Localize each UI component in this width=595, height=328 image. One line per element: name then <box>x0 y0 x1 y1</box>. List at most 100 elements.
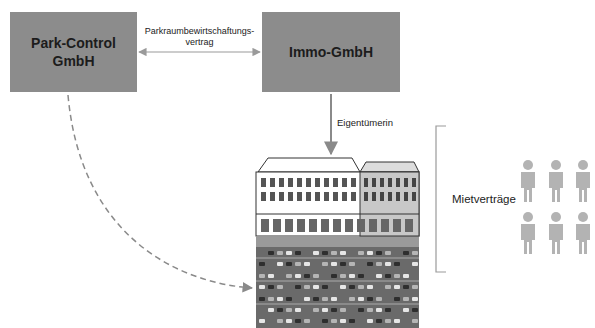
car <box>268 285 274 289</box>
company-name: Park-Control GmbH <box>18 34 129 70</box>
car <box>295 262 301 266</box>
car <box>349 319 355 323</box>
person-body <box>521 224 535 254</box>
car <box>259 285 265 289</box>
person-head <box>578 212 588 222</box>
car <box>376 274 382 278</box>
car <box>349 285 355 289</box>
car <box>412 262 418 266</box>
building-window <box>380 178 384 187</box>
car <box>340 285 346 289</box>
building-window <box>393 219 401 232</box>
car <box>331 274 337 278</box>
car <box>331 251 337 255</box>
person-figure <box>521 160 535 202</box>
car <box>394 319 400 323</box>
building-window <box>306 178 311 187</box>
car <box>322 297 328 301</box>
parking-ground <box>256 237 419 328</box>
building-window <box>345 219 353 232</box>
person-body <box>549 224 563 254</box>
car <box>313 285 319 289</box>
car <box>295 319 301 323</box>
building-window <box>333 192 338 201</box>
person-head <box>523 212 533 222</box>
car <box>385 262 391 266</box>
car <box>259 262 265 266</box>
building-window <box>372 192 376 201</box>
building-window <box>388 178 392 187</box>
car <box>331 262 337 266</box>
car <box>304 274 310 278</box>
building-window <box>357 219 365 232</box>
building-window <box>315 192 320 201</box>
building-window <box>396 192 400 201</box>
car <box>286 251 292 255</box>
car <box>358 285 364 289</box>
car <box>403 308 409 312</box>
person-figure <box>576 160 590 202</box>
parking-lot-illustration <box>256 237 419 328</box>
building-window <box>261 219 269 232</box>
car <box>367 285 373 289</box>
building-window <box>412 192 416 201</box>
building-window <box>351 192 356 201</box>
car <box>412 285 418 289</box>
building-window <box>261 178 266 187</box>
building-window <box>412 178 416 187</box>
person-body <box>521 172 535 202</box>
car <box>385 285 391 289</box>
building-window <box>297 219 305 232</box>
car <box>358 297 364 301</box>
person-body <box>576 224 590 254</box>
car <box>322 319 328 323</box>
car <box>385 308 391 312</box>
person-figure <box>576 212 590 254</box>
car <box>367 251 373 255</box>
car <box>304 262 310 266</box>
building-window <box>342 192 347 201</box>
car <box>286 297 292 301</box>
car <box>268 251 274 255</box>
car <box>412 251 418 255</box>
building-window <box>324 192 329 201</box>
car <box>376 308 382 312</box>
building-window <box>288 192 293 201</box>
car <box>259 297 265 301</box>
building-window <box>297 178 302 187</box>
building-window <box>364 192 368 201</box>
car <box>412 319 418 323</box>
car <box>295 285 301 289</box>
building-window <box>364 178 368 187</box>
building-window <box>309 219 317 232</box>
building-window <box>297 192 302 201</box>
building-window <box>342 178 347 187</box>
car <box>340 308 346 312</box>
building-window <box>315 178 320 187</box>
car <box>286 262 292 266</box>
car <box>295 308 301 312</box>
company-box: Park-Control GmbH <box>10 12 137 92</box>
annotation-label: Eigentümerin <box>337 117 393 129</box>
person-head <box>578 160 588 170</box>
car <box>322 285 328 289</box>
company-box: Immo-GmbH <box>262 12 400 92</box>
car <box>304 285 310 289</box>
car <box>277 319 283 323</box>
person-figure <box>549 212 563 254</box>
building-window <box>324 178 329 187</box>
car <box>394 285 400 289</box>
person-figure <box>549 160 563 202</box>
car <box>412 308 418 312</box>
parking-lane <box>256 280 419 282</box>
parking-lane <box>256 257 419 259</box>
car <box>349 262 355 266</box>
car <box>322 308 328 312</box>
company-name: Immo-GmbH <box>289 43 373 61</box>
building-window <box>396 178 400 187</box>
car <box>403 274 409 278</box>
person-head <box>551 160 561 170</box>
car <box>385 319 391 323</box>
car <box>259 274 265 278</box>
